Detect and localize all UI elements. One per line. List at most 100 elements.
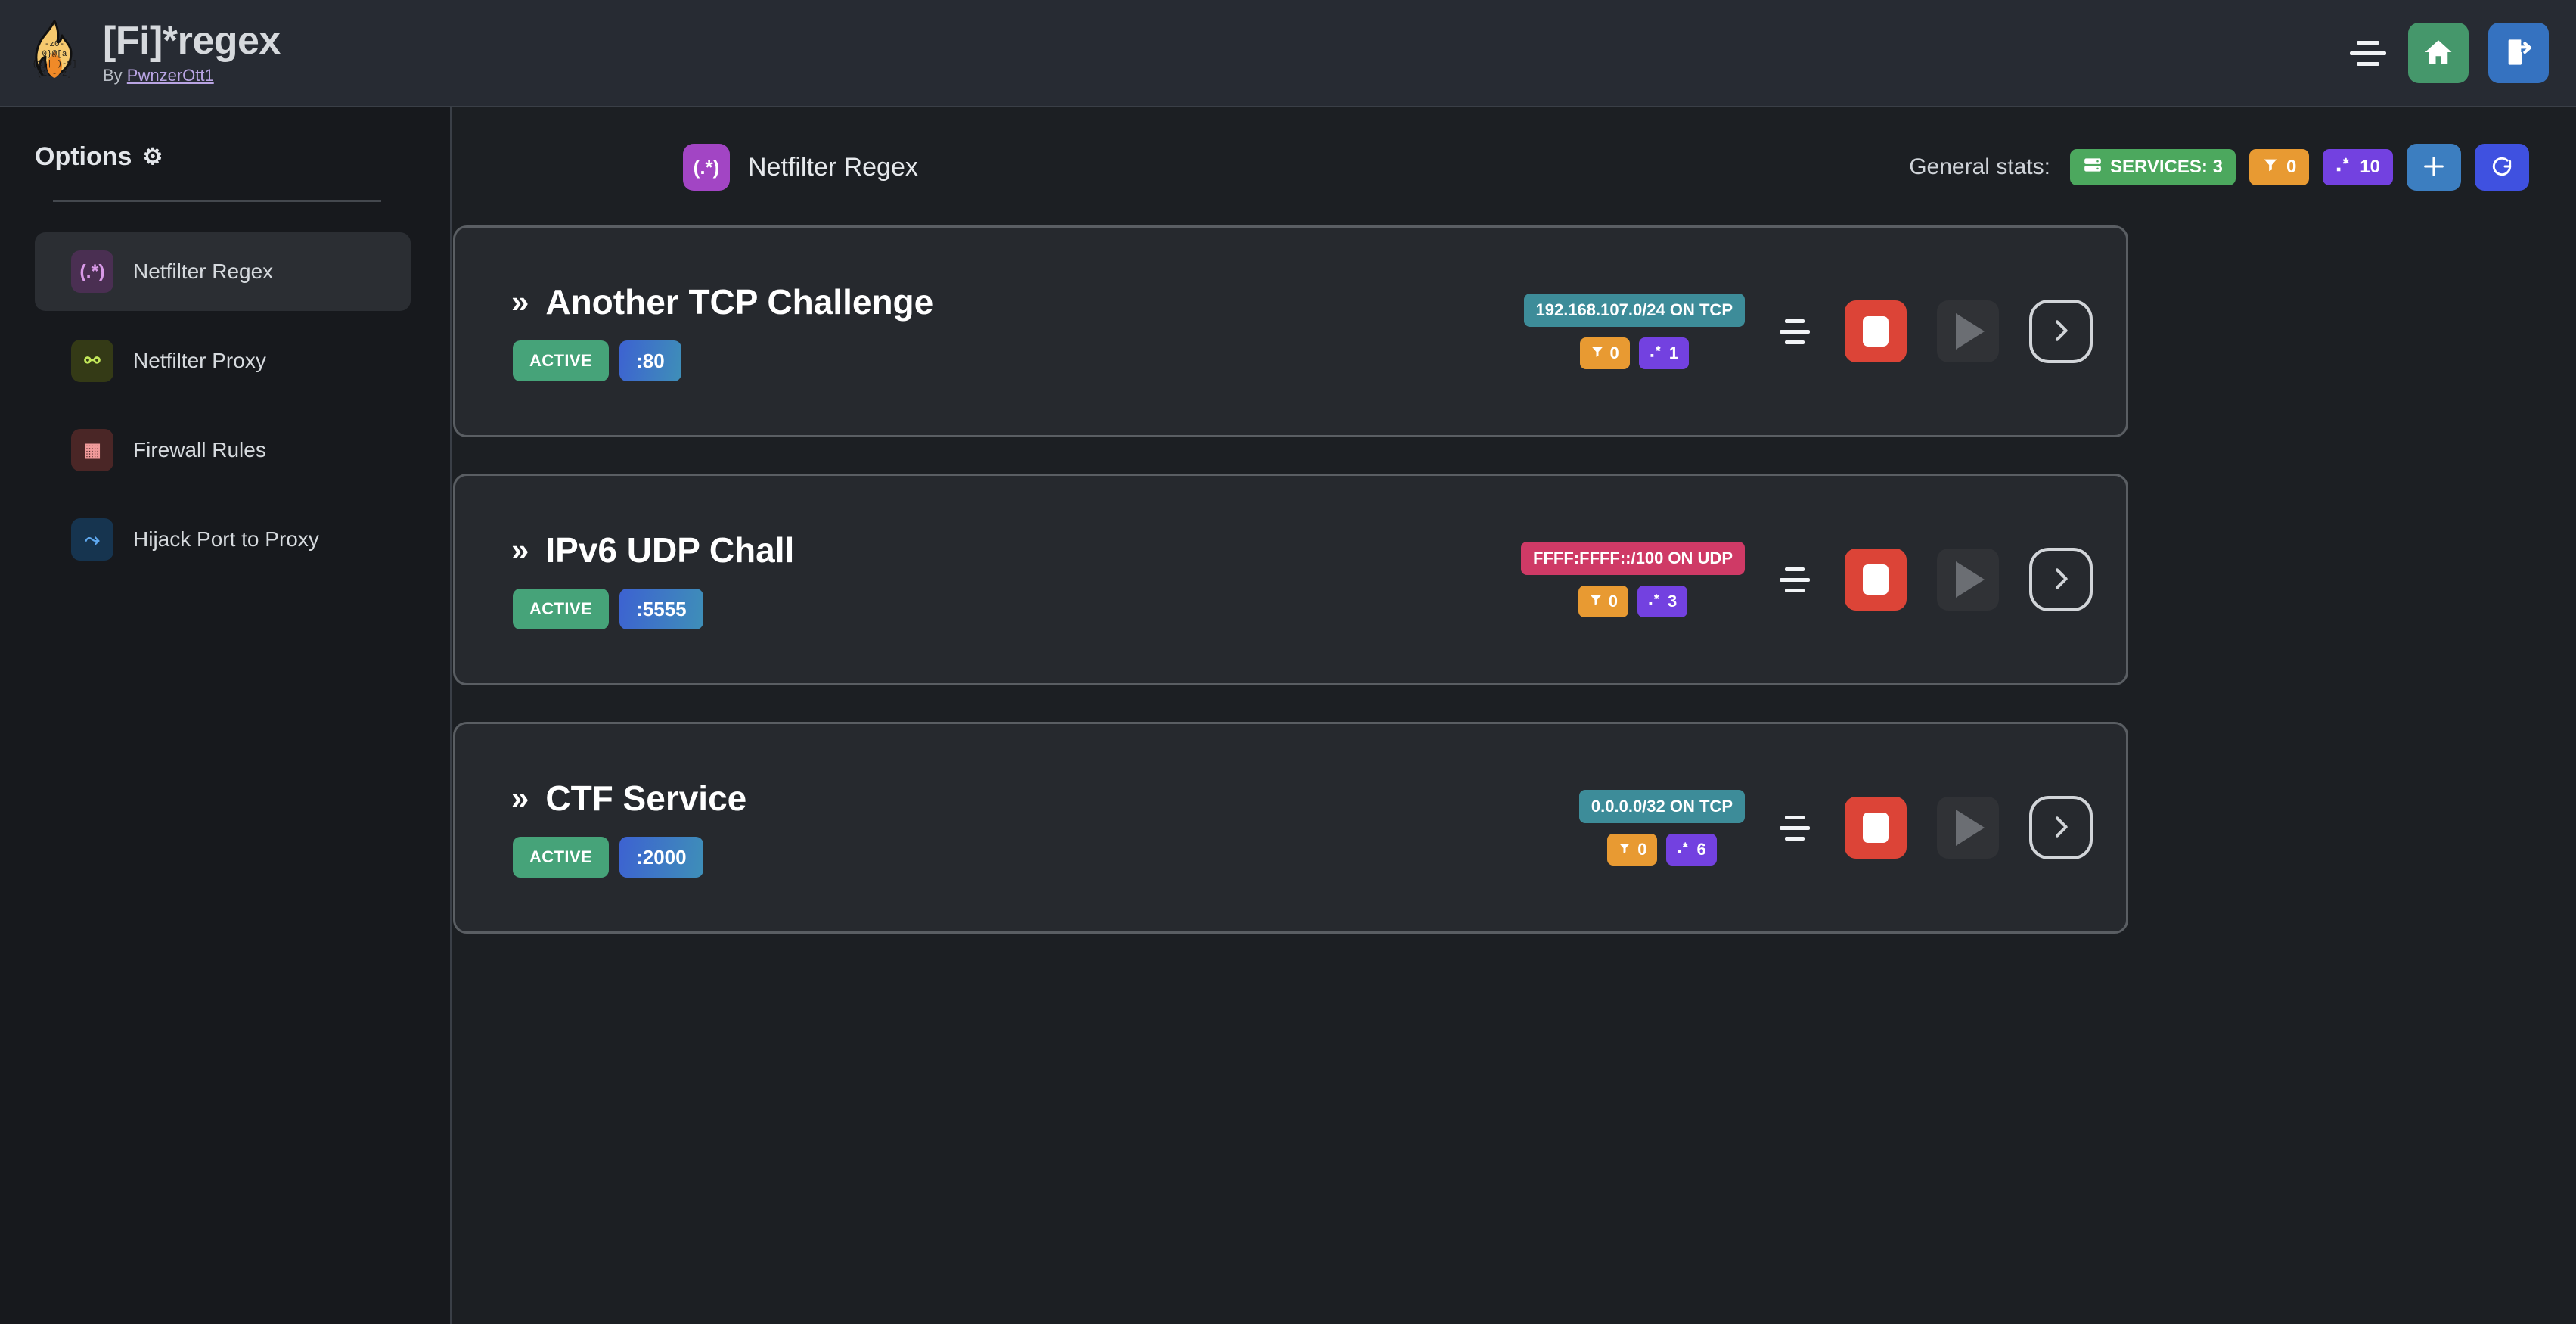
page-regex-icon: (.*) — [683, 144, 730, 191]
stat-filters-badge: 0 — [2249, 149, 2310, 185]
play-button[interactable] — [1937, 549, 1999, 611]
regexes-count-badge: 1 — [1638, 337, 1689, 369]
service-title: Another TCP Challenge — [545, 282, 934, 322]
refresh-icon — [2490, 154, 2514, 181]
flame-regex-logo: -z0- 0}@[a {1}| )-9] (1 - z] — [26, 19, 83, 87]
service-card[interactable]: » IPv6 UDP Chall ACTIVE :5555 FFFF:FFFF:… — [453, 474, 2128, 685]
logout-button[interactable] — [2488, 23, 2549, 83]
filters-count: 0 — [1637, 840, 1647, 859]
port-badge: :5555 — [619, 589, 703, 629]
chevron-right-icon — [2046, 564, 2076, 596]
status-badge: ACTIVE — [513, 340, 610, 381]
funnel-icon — [1589, 592, 1603, 611]
sidebar-item-netfilter-proxy[interactable]: ⚯ Netfilter Proxy — [35, 322, 411, 400]
svg-text:{1}| )-9]: {1}| )-9] — [32, 60, 76, 69]
funnel-icon — [1618, 840, 1631, 859]
home-icon — [2422, 36, 2454, 70]
port-badge: :2000 — [619, 837, 703, 878]
regex-icon — [2335, 157, 2352, 179]
svg-text:-z0-: -z0- — [45, 40, 64, 49]
regex-icon — [1650, 343, 1663, 363]
stat-services-text: SERVICES: 3 — [2109, 157, 2223, 177]
chevron-right-icon — [2046, 315, 2076, 348]
funnel-icon — [2262, 157, 2279, 179]
sidebar: Options ⚙ (.*) Netfilter Regex ⚯ Netfilt… — [0, 107, 452, 1324]
service-title-row: » CTF Service — [511, 778, 746, 819]
sidebar-divider — [53, 200, 381, 202]
general-stats: General stats: SERVICES: 3 0 10 — [1909, 144, 2529, 191]
regex-icon — [1677, 840, 1690, 859]
open-service-button[interactable] — [2029, 548, 2093, 611]
filters-count: 0 — [1608, 592, 1618, 611]
network-badge: 192.168.107.0/24 ON TCP — [1523, 294, 1745, 327]
sidebar-item-label: Netfilter Proxy — [133, 349, 266, 372]
app-author: By PwnzerOtt1 — [103, 66, 281, 85]
stop-button[interactable] — [1845, 797, 1907, 859]
play-button[interactable] — [1937, 797, 1999, 859]
stop-button[interactable] — [1845, 300, 1907, 362]
options-label: Options — [35, 142, 132, 171]
service-title: IPv6 UDP Chall — [545, 530, 795, 570]
stat-filters-text: 0 — [2286, 157, 2297, 177]
filters-count-badge: 0 — [1578, 586, 1628, 617]
svg-text:(1 - z]: (1 - z] — [37, 70, 72, 79]
main-content: (.*) Netfilter Regex General stats: SERV… — [453, 107, 2576, 1324]
service-title: CTF Service — [545, 779, 747, 818]
sidebar-nav: (.*) Netfilter Regex ⚯ Netfilter Proxy ▦… — [35, 232, 411, 579]
page-title: Netfilter Regex — [748, 152, 918, 182]
drag-handle-icon[interactable] — [1775, 567, 1814, 592]
double-chevron-icon: » — [511, 780, 529, 816]
refresh-button[interactable] — [2475, 144, 2529, 191]
network-badge: FFFF:FFFF::/100 ON UDP — [1521, 542, 1745, 575]
service-card[interactable]: » Another TCP Challenge ACTIVE :80 192.1… — [453, 225, 2128, 437]
top-bar: -z0- 0}@[a {1}| )-9] (1 - z] [Fi]*regex … — [0, 0, 2576, 107]
play-icon — [1956, 313, 1985, 350]
plus-icon — [2421, 154, 2447, 182]
stop-button[interactable] — [1845, 549, 1907, 611]
stat-regexes-badge: 10 — [2323, 149, 2393, 185]
service-list: » Another TCP Challenge ACTIVE :80 192.1… — [453, 191, 2576, 934]
logout-icon — [2503, 37, 2534, 70]
regexes-count: 3 — [1668, 592, 1678, 611]
sidebar-item-netfilter-regex[interactable]: (.*) Netfilter Regex — [35, 232, 411, 311]
stat-regexes-text: 10 — [2360, 157, 2380, 177]
port-badge: :80 — [619, 340, 681, 381]
sidebar-item-firewall-rules[interactable]: ▦ Firewall Rules — [35, 411, 411, 490]
general-stats-label: General stats: — [1909, 154, 2050, 179]
hamburger-icon[interactable] — [2348, 36, 2388, 70]
regex-icon: (.*) — [71, 250, 113, 293]
brand: -z0- 0}@[a {1}| )-9] (1 - z] [Fi]*regex … — [0, 19, 281, 87]
funnel-icon — [1591, 343, 1604, 363]
sidebar-item-label: Firewall Rules — [133, 438, 266, 462]
regex-icon — [1648, 592, 1662, 611]
drag-handle-icon[interactable] — [1775, 815, 1814, 841]
status-badge: ACTIVE — [513, 589, 610, 629]
stop-icon — [1863, 316, 1889, 347]
svg-text:0}@[a: 0}@[a — [42, 50, 67, 59]
regexes-count-badge: 3 — [1637, 586, 1688, 617]
main-header: (.*) Netfilter Regex General stats: SERV… — [453, 107, 2576, 191]
stop-icon — [1863, 564, 1889, 595]
stat-services-badge: SERVICES: 3 — [2069, 149, 2236, 185]
service-card[interactable]: » CTF Service ACTIVE :2000 0.0.0.0/32 ON… — [453, 722, 2128, 934]
service-title-row: » Another TCP Challenge — [511, 281, 933, 322]
filters-count-badge: 0 — [1579, 337, 1630, 369]
add-service-button[interactable] — [2407, 144, 2461, 191]
open-service-button[interactable] — [2029, 300, 2093, 363]
author-link[interactable]: PwnzerOtt1 — [126, 66, 214, 85]
play-button[interactable] — [1937, 300, 1999, 362]
open-service-button[interactable] — [2029, 796, 2093, 859]
fork-arrow-icon: ⤳ — [71, 518, 113, 561]
gear-icon: ⚙ — [142, 144, 163, 169]
drag-handle-icon[interactable] — [1775, 319, 1814, 344]
sidebar-heading: Options ⚙ — [35, 142, 411, 172]
sidebar-item-hijack-port-to-proxy[interactable]: ⤳ Hijack Port to Proxy — [35, 500, 411, 579]
double-chevron-icon: » — [511, 532, 529, 567]
regexes-count: 6 — [1696, 840, 1706, 859]
stop-icon — [1863, 813, 1889, 843]
chevron-right-icon — [2046, 812, 2076, 844]
plug-icon: ⚯ — [71, 340, 113, 382]
home-button[interactable] — [2408, 23, 2469, 83]
server-icon — [2083, 155, 2103, 180]
regexes-count-badge: 6 — [1666, 834, 1717, 866]
